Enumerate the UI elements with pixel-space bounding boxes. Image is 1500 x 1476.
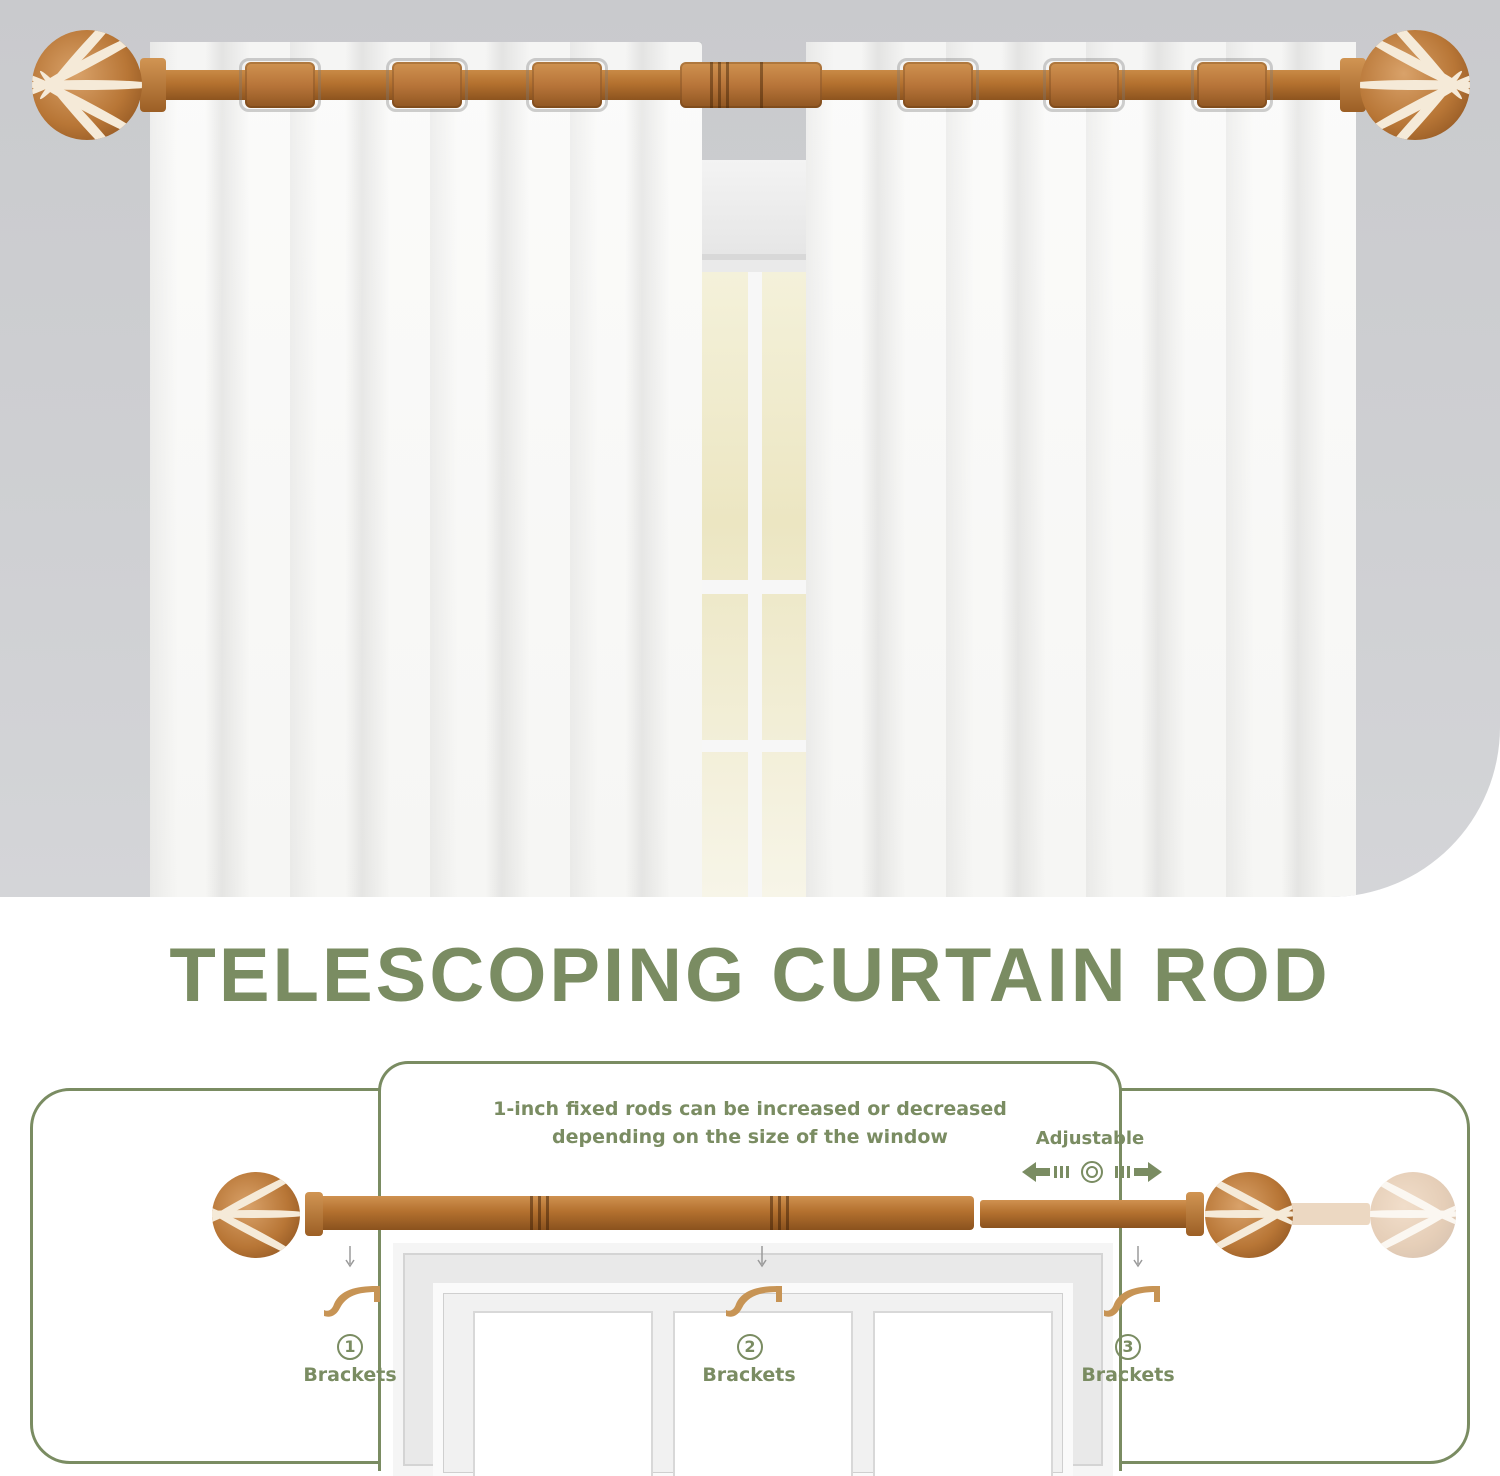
rod-groove bbox=[538, 1196, 541, 1230]
grommet bbox=[526, 58, 608, 112]
bracket-label: Brackets bbox=[303, 1364, 397, 1386]
bracket-number: 2 bbox=[737, 1334, 763, 1360]
product-photo bbox=[0, 0, 1500, 897]
rod-groove bbox=[530, 1196, 533, 1230]
bracket-label: Brackets bbox=[702, 1364, 796, 1386]
rod-ornament bbox=[680, 62, 822, 108]
grommet bbox=[897, 58, 979, 112]
rod-note-line: depending on the size of the window bbox=[552, 1126, 948, 1148]
grommet bbox=[386, 58, 468, 112]
finial-collar bbox=[305, 1192, 323, 1236]
rod-groove bbox=[770, 1196, 773, 1230]
door-panel bbox=[433, 1283, 1073, 1476]
grommet bbox=[1043, 58, 1125, 112]
fixed-rod bbox=[310, 1196, 974, 1230]
finial-collar bbox=[140, 58, 166, 112]
bracket-icon bbox=[324, 1286, 380, 1317]
window-mullion bbox=[700, 580, 810, 594]
door-pane bbox=[673, 1311, 853, 1476]
finial-extended-ghost bbox=[1370, 1172, 1456, 1258]
rod-groove bbox=[786, 1196, 789, 1230]
arrow-down-icon bbox=[757, 1246, 767, 1268]
bracket-label: Brackets bbox=[1081, 1364, 1175, 1386]
rod-note-line: 1-inch fixed rods can be increased or de… bbox=[493, 1098, 1007, 1120]
bracket-number: 1 bbox=[337, 1334, 363, 1360]
rod-groove bbox=[778, 1196, 781, 1230]
bracket-icon bbox=[1104, 1286, 1160, 1317]
rod-note: 1-inch fixed rods can be increased or de… bbox=[420, 1095, 1080, 1151]
window-mullion bbox=[700, 740, 810, 752]
arrow-down-icon bbox=[345, 1246, 355, 1268]
finial-right bbox=[1360, 30, 1470, 140]
door-pane bbox=[473, 1311, 653, 1476]
page-title: TELESCOPING CURTAIN ROD bbox=[169, 933, 1331, 1018]
bracket-number: 3 bbox=[1115, 1334, 1141, 1360]
rod-groove bbox=[546, 1196, 549, 1230]
grommet bbox=[1191, 58, 1273, 112]
finial-collar bbox=[1186, 1192, 1204, 1236]
bracket-icon bbox=[726, 1286, 782, 1317]
finial-left bbox=[32, 30, 142, 140]
finial-right bbox=[1205, 1172, 1293, 1258]
window bbox=[700, 160, 810, 897]
telescoping-rod bbox=[980, 1200, 1202, 1228]
grommet bbox=[239, 58, 321, 112]
window-frame bbox=[700, 160, 810, 260]
adjustable-label: Adjustable bbox=[1035, 1128, 1145, 1149]
window-sill bbox=[700, 260, 810, 272]
extended-rod-ghost bbox=[1280, 1203, 1370, 1225]
curtain-panel-right bbox=[806, 42, 1356, 897]
curtain-panel-left bbox=[150, 42, 702, 897]
arrow-down-icon bbox=[1133, 1246, 1143, 1268]
adjust-arrows-icon bbox=[1022, 1161, 1162, 1183]
finial-left bbox=[212, 1172, 300, 1258]
door-pane bbox=[873, 1311, 1053, 1476]
